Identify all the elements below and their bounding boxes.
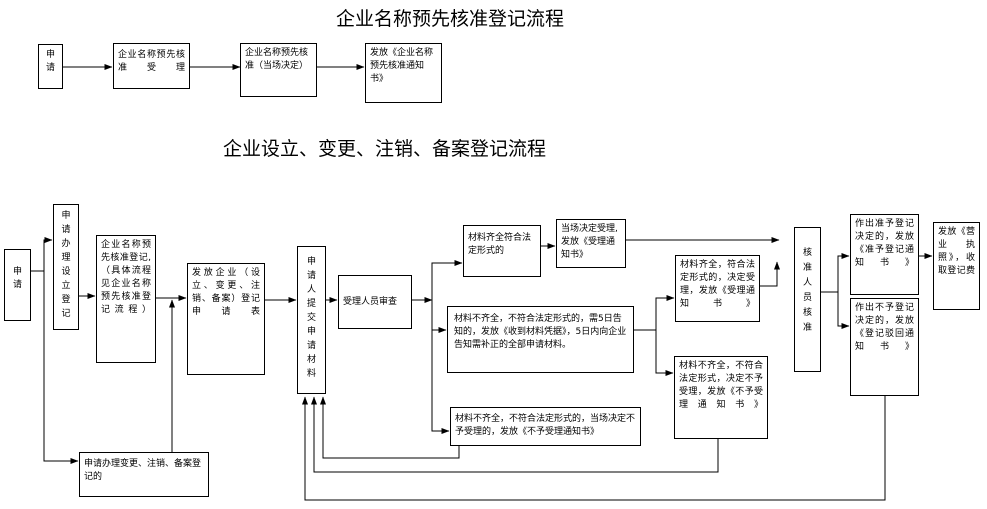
box-accepted: 材料齐全，符合法定形式的，决定受理，发放《受理通知书》 (675, 255, 760, 322)
box-license: 发放《营业执照》，收取登记费 (933, 222, 980, 310)
box-submit-text: 申请人提交申请材料 (306, 257, 316, 379)
box-name-approve-text: 企业名称预先核准（当场决定） (245, 48, 309, 71)
arrow-notaccepted-feedback (311, 396, 719, 473)
box-license-text: 发放《营业执照》，收取登记费 (938, 227, 975, 276)
box-complete: 材料齐全符合法定形式的 (463, 225, 541, 277)
title-name-flow: 企业名称预先核准登记流程 (336, 8, 565, 30)
box-approved-text: 作出准予登记决定的，发放《准予登记通知书》 (855, 219, 914, 268)
box-reg-apply: 申请 (4, 249, 31, 321)
box-name-apply: 申请 (38, 44, 63, 89)
box-handle: 申请办理设立登记 (53, 204, 79, 330)
arrow-review-reject (431, 300, 450, 434)
arrow-incomplete-notaccepted (655, 330, 674, 376)
box-incomplete: 材料不齐全，不符合法定形式的，需5日告知的，发放《收到材料凭据》，5日内向企业告… (447, 306, 634, 373)
box-verifier-text: 核准人员核准 (802, 248, 812, 333)
arrow-review-complete (431, 260, 463, 300)
box-reg-apply-text: 申请 (12, 267, 22, 290)
arrow-reject-feedback (320, 396, 460, 459)
arrow-branch-change (43, 271, 79, 464)
arrow-accepted-verifier (760, 261, 780, 287)
box-verifier: 核准人员核准 (794, 227, 821, 372)
box-name-accept-text: 企业名称预先核准受理 (118, 50, 185, 73)
box-name-issue: 发放《企业名称预先核准通知书》 (365, 43, 442, 103)
box-prenote: 企业名称预先核准登记,（具体流程见企业名称预先核准登记流程） (96, 235, 156, 363)
box-prenote-text: 企业名称预先核准登记,（具体流程见企业名称预先核准登记流程） (101, 240, 151, 315)
box-name-accept: 企业名称预先核准受理 (113, 43, 190, 89)
box-form: 发放企业（设立、变更、注销、备案）登记申请表 (187, 263, 265, 375)
box-change: 申请办理变更、注销、备案登记的 (79, 452, 209, 497)
box-name-issue-text: 发放《企业名称预先核准通知书》 (370, 48, 434, 84)
box-submit: 申请人提交申请材料 (297, 246, 326, 394)
box-denied: 作出不予登记决定的，发放《登记驳回通知书》 (850, 298, 919, 396)
box-accepted-text: 材料齐全，符合法定形式的，决定受理，发放《受理通知书》 (680, 260, 755, 309)
box-reject-onsite-text: 材料不齐全，不符合法定形式的，当场决定不予受理的，发放《不予受理通知书》 (455, 414, 636, 437)
box-reject-onsite: 材料不齐全，不符合法定形式的，当场决定不予受理的，发放《不予受理通知书》 (450, 407, 641, 446)
box-approved: 作出准予登记决定的，发放《准予登记通知书》 (850, 214, 919, 295)
box-name-approve: 企业名称预先核准（当场决定） (240, 43, 317, 97)
box-onsite: 当场决定受理,发放《受理通知书》 (556, 219, 626, 268)
box-complete-text: 材料齐全符合法定形式的 (468, 233, 532, 256)
arrow-incomplete-accepted (655, 295, 675, 330)
box-review-text: 受理人员审查 (343, 297, 398, 307)
title-reg-flow: 企业设立、变更、注销、备案登记流程 (223, 138, 547, 160)
arrow-apply-branch (31, 237, 53, 272)
box-review: 受理人员审查 (338, 275, 412, 329)
box-name-apply-text: 申请 (45, 50, 55, 73)
box-denied-text: 作出不予登记决定的，发放《登记驳回通知书》 (855, 303, 914, 352)
arrow-verifier-denied (837, 292, 850, 329)
box-not-accepted: 材料不齐全，不符合法定形式，决定不予受理，发放《不予受理通知书》 (674, 356, 768, 439)
box-not-accepted-text: 材料不齐全，不符合法定形式，决定不予受理，发放《不予受理通知书》 (679, 361, 763, 410)
arrow-denied-feedback (302, 396, 886, 501)
box-onsite-text: 当场决定受理,发放《受理通知书》 (561, 224, 618, 260)
box-handle-text: 申请办理设立登记 (61, 211, 71, 319)
arrow-verifier-approved (837, 253, 850, 292)
box-form-text: 发放企业（设立、变更、注销、备案）登记申请表 (192, 268, 260, 317)
box-incomplete-text: 材料不齐全，不符合法定形式的，需5日告知的，发放《收到材料凭据》，5日内向企业告… (454, 314, 627, 350)
box-change-text: 申请办理变更、注销、备案登记的 (84, 459, 202, 482)
